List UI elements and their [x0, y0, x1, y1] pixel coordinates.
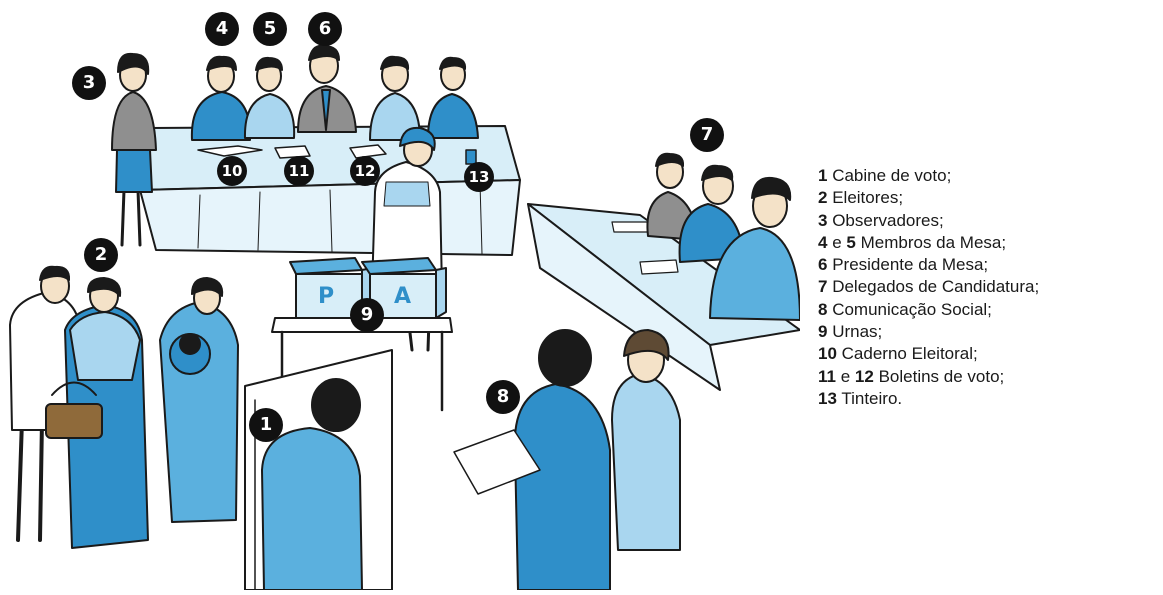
legend-conjunction: e	[832, 233, 841, 252]
marker-8: 8	[486, 380, 520, 414]
legend-number: 7	[818, 277, 827, 296]
legend-number: 2	[818, 188, 827, 207]
legend-item: 8 Comunicação Social;	[818, 299, 1158, 321]
legend-number: 8	[818, 300, 827, 319]
legend-number-2: 5	[846, 233, 855, 252]
member-8-figure	[428, 58, 478, 138]
marker-13: 13	[464, 162, 494, 192]
legend-item: 11 e 12 Boletins de voto;	[818, 366, 1158, 388]
legend-text: Comunicação Social;	[832, 300, 992, 319]
legend-item: 6 Presidente da Mesa;	[818, 254, 1158, 276]
legend-number: 3	[818, 211, 827, 230]
polling-station-illustration: P A 1 2 3 4 5 6 7 8 9 10 11 12 13	[0, 0, 800, 590]
marker-10: 10	[217, 156, 247, 186]
legend-number: 4	[818, 233, 827, 252]
legend-item: 7 Delegados de Candidatura;	[818, 276, 1158, 298]
back-table	[140, 126, 520, 255]
legend-number-2: 12	[855, 367, 874, 386]
legend-text: Membros da Mesa;	[861, 233, 1007, 252]
legend-text: Delegados de Candidatura;	[832, 277, 1039, 296]
legend-text: Boletins de voto;	[879, 367, 1005, 386]
journalist-woman	[612, 330, 680, 550]
legend-number: 6	[818, 255, 827, 274]
ballot-box-letter-p: P	[318, 284, 334, 309]
legend-text: Cabine de voto;	[832, 166, 951, 185]
voter-woman-baby	[160, 278, 238, 522]
legend-text: Urnas;	[832, 322, 882, 341]
journalist-man	[454, 330, 610, 590]
president-figure	[298, 46, 356, 132]
media-group	[454, 330, 680, 590]
legend-item: 1 Cabine de voto;	[818, 165, 1158, 187]
legend-item: 4 e 5 Membros da Mesa;	[818, 232, 1158, 254]
marker-7: 7	[690, 118, 724, 152]
marker-1: 1	[249, 408, 283, 442]
ballot-box-letter-a: A	[394, 284, 411, 309]
legend-number: 10	[818, 344, 837, 363]
marker-9: 9	[350, 298, 384, 332]
legend-item: 2 Eleitores;	[818, 187, 1158, 209]
legend-text: Tinteiro.	[841, 389, 902, 408]
legend-number: 1	[818, 166, 827, 185]
legend-text: Caderno Eleitoral;	[842, 344, 978, 363]
marker-12: 12	[350, 156, 380, 186]
marker-4: 4	[205, 12, 239, 46]
legend-text: Eleitores;	[832, 188, 903, 207]
legend: 1 Cabine de voto;2 Eleitores;3 Observado…	[818, 165, 1158, 410]
legend-number: 11	[818, 367, 836, 386]
legend-item: 9 Urnas;	[818, 321, 1158, 343]
legend-text: Presidente da Mesa;	[832, 255, 988, 274]
legend-item: 13 Tinteiro.	[818, 388, 1158, 410]
member-4-figure	[192, 57, 250, 140]
voting-booth	[245, 350, 392, 590]
marker-5: 5	[253, 12, 287, 46]
marker-2: 2	[84, 238, 118, 272]
marker-3: 3	[72, 66, 106, 100]
legend-number: 9	[818, 322, 827, 341]
legend-text: Observadores;	[832, 211, 944, 230]
legend-conjunction: e	[841, 367, 850, 386]
marker-11: 11	[284, 156, 314, 186]
member-5-figure	[245, 58, 294, 138]
voters-group	[10, 267, 238, 548]
marker-6: 6	[308, 12, 342, 46]
legend-item: 3 Observadores;	[818, 210, 1158, 232]
legend-number: 13	[818, 389, 837, 408]
legend-item: 10 Caderno Eleitoral;	[818, 343, 1158, 365]
